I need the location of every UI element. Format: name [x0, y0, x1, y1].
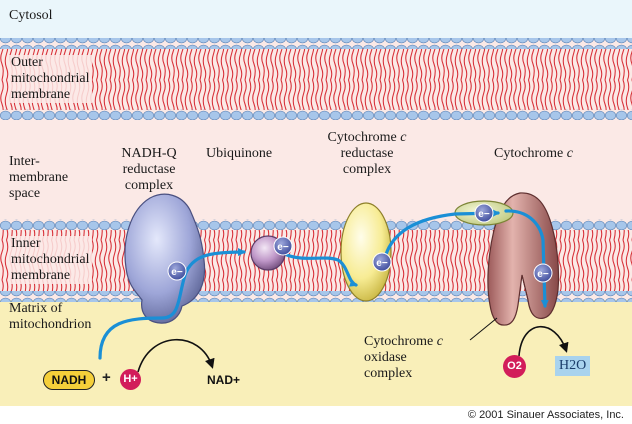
intermembrane-space-label: Inter- membrane space [9, 154, 69, 201]
oxygen-badge: O2 [503, 355, 526, 378]
nadh-badge: NADH [43, 370, 95, 390]
svg-text:e−: e− [277, 242, 289, 253]
matrix-label: Matrix of mitochondrion [9, 301, 92, 332]
outer-membrane [0, 38, 632, 120]
electron-path [98, 248, 246, 360]
nadh-q-reductase-label: NADH-Q reductase complex [121, 146, 177, 193]
cytochrome-c-label: Cytochrome c [494, 146, 573, 161]
cytochrome-c-oxidase-label: Cytochrome c oxidase complex [364, 334, 443, 381]
water-label: H2O [555, 356, 591, 376]
nad-plus-label: NAD+ [207, 373, 241, 387]
inner-membrane-label: Inner mitochondrial membrane [9, 236, 92, 284]
nadh-q-reductase-complex-shape [124, 193, 206, 324]
h-plus-badge: H+ [120, 369, 141, 390]
electron-badge: e− [372, 252, 392, 272]
electron-badge: e− [167, 261, 187, 281]
svg-text:e−: e− [171, 267, 183, 278]
cytochrome-c-reductase-shape [340, 202, 392, 302]
cytosol-label: Cytosol [9, 8, 53, 23]
cytochrome-c-reductase-label: Cytochrome c reductase complex [327, 130, 407, 177]
nad-arrow [137, 338, 215, 373]
svg-text:e−: e− [537, 269, 549, 280]
electron-badge: e− [273, 236, 293, 256]
plus-sign: + [102, 369, 111, 386]
copyright-notice: © 2001 Sinauer Associates, Inc. [467, 409, 624, 421]
cytosol-region [0, 0, 632, 40]
electron-badge: e− [533, 263, 553, 283]
water-arrow [518, 325, 569, 357]
svg-text:e−: e− [478, 209, 490, 220]
svg-text:e−: e− [376, 258, 388, 269]
ubiquinone-label: Ubiquinone [206, 146, 273, 161]
electron-badge: e− [474, 203, 494, 223]
matrix-region [0, 300, 632, 406]
outer-membrane-label: Outer mitochondrial membrane [9, 55, 92, 103]
